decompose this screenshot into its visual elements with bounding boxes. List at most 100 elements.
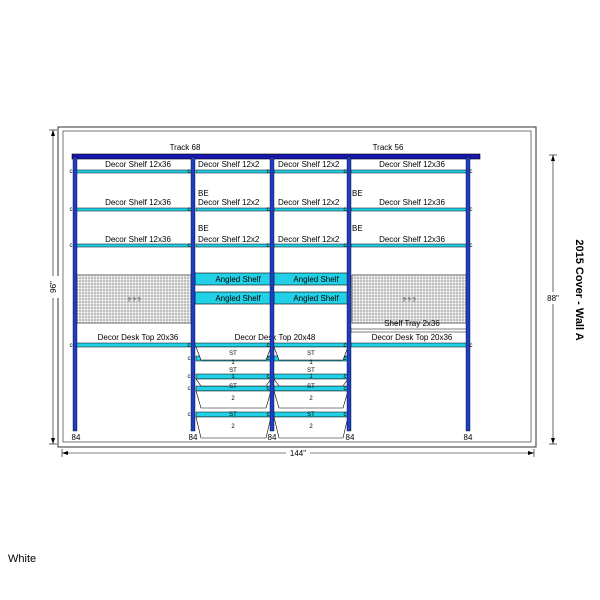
bracket-hook: c — [267, 169, 270, 175]
right-shelf-1 — [350, 169, 469, 174]
wall-inner-frame — [62, 130, 532, 443]
upright-3 — [269, 156, 275, 432]
bracket-hook: c — [188, 169, 191, 175]
left-height-dimension: 96" — [47, 129, 59, 445]
upright-5-height-label: 84 — [464, 433, 473, 442]
bracket-hook: c — [70, 343, 73, 349]
upright-4 — [346, 156, 352, 432]
bracket-hook: c — [70, 207, 73, 213]
drawer-basket — [273, 416, 349, 439]
bracket-hook: c — [188, 343, 191, 349]
bracket-hook: c — [344, 343, 347, 349]
drawer-basket — [195, 378, 272, 387]
drawer-basket — [195, 416, 272, 439]
width-dimension-label: 144" — [290, 449, 306, 458]
bracket-hook: c — [267, 207, 270, 213]
left-desk-label: Decor Desk Top 20x36 — [98, 333, 179, 342]
center-left-shelf-2 — [195, 207, 272, 212]
drawer-st-label: ST — [307, 351, 315, 357]
left-drawer-stack: ST 1 ST 1 ST 2 ST 2 — [195, 346, 272, 439]
drawer-number-label: 1 — [309, 360, 313, 366]
bracket-hook: c — [267, 343, 270, 349]
bracket-hook: c — [470, 243, 473, 249]
bracket-hook: c — [188, 374, 191, 380]
drawer-number-label: 1 — [231, 360, 235, 366]
bracket-hook: c — [470, 207, 473, 213]
bracket-hook: c — [188, 207, 191, 213]
drawer-st-label: ST — [229, 368, 237, 374]
left-shelf-1 — [75, 169, 193, 174]
drawer-number-label: 2 — [309, 424, 313, 430]
left-mesh-label: ? ? ? — [127, 298, 141, 304]
finish-label: White — [8, 553, 37, 565]
uprights — [72, 156, 471, 432]
bracket-hook: c — [188, 356, 191, 362]
upright-3-height-label: 84 — [268, 433, 277, 442]
bracket-hook: c — [70, 169, 73, 175]
track-right-label: Track 56 — [373, 143, 404, 152]
mesh-grid-lines — [77, 275, 466, 323]
left-shelf-3-label: Decor Shelf 12x36 — [105, 235, 171, 244]
drawer-basket — [273, 390, 349, 409]
bracket-hook: c — [267, 412, 270, 418]
be-label-4: BE — [352, 224, 363, 233]
bracket-hook: c — [344, 374, 347, 380]
upright-2-height-label: 84 — [189, 433, 198, 442]
bracket-hook: c — [267, 356, 270, 362]
center-right-shelf-2 — [273, 207, 349, 212]
left-shelf-2 — [75, 207, 193, 212]
be-label-1: BE — [198, 189, 209, 198]
center-desk-label: Decor Desk Top 20x48 — [235, 333, 316, 342]
center-right-shelf-3-label: Decor Shelf 12x2 — [278, 235, 340, 244]
angled-shelf-right-2-label: Angled Shelf — [293, 294, 339, 303]
bracket-hook: c — [344, 356, 347, 362]
left-shelf-2-label: Decor Shelf 12x36 — [105, 198, 171, 207]
center-left-shelf-1-label: Decor Shelf 12x2 — [198, 160, 260, 169]
bracket-hook: c — [344, 243, 347, 249]
right-desk-label: Decor Desk Top 20x36 — [372, 333, 453, 342]
left-shelf-1-label: Decor Shelf 12x36 — [105, 160, 171, 169]
bracket-hook: c — [344, 412, 347, 418]
center-right-shelf-2-label: Decor Shelf 12x2 — [278, 198, 340, 207]
right-mesh-label: ? ? ? — [402, 298, 416, 304]
right-shelf-tray-label: Shelf Tray 2x36 — [384, 319, 440, 328]
bracket-hook: c — [344, 169, 347, 175]
drawer-st-label: ST — [307, 368, 315, 374]
bracket-hook: c — [344, 386, 347, 392]
right-drawer-stack: ST 1 ST 1 ST 2 ST 2 — [273, 346, 349, 439]
hanging-track — [71, 153, 481, 160]
drawer-number-label: 1 — [309, 374, 313, 380]
track-left-label: Track 68 — [170, 143, 201, 152]
right-desk-top — [350, 342, 469, 348]
bracket-hook: c — [70, 243, 73, 249]
upright-5 — [465, 156, 471, 432]
drawer-number-label: 2 — [231, 396, 235, 402]
left-bay-shelves: Decor Shelf 12x36 Decor Shelf 12x36 Deco… — [75, 160, 193, 348]
drawer-st-label: ST — [229, 351, 237, 357]
right-height-dimension: 88" — [544, 154, 562, 445]
center-left-shelf-2-label: Decor Shelf 12x2 — [198, 198, 260, 207]
right-bay-shelves: Decor Shelf 12x36 Decor Shelf 12x36 Deco… — [350, 160, 469, 348]
right-shelf-2 — [350, 207, 469, 212]
upright-4-height-label: 84 — [346, 433, 355, 442]
bracket-hook: c — [470, 169, 473, 175]
center-right-shelf-3 — [273, 243, 349, 248]
be-label-3: BE — [352, 189, 363, 198]
drawer-basket — [195, 346, 272, 361]
bracket-hook: c — [267, 386, 270, 392]
right-shelf-1-label: Decor Shelf 12x36 — [379, 160, 445, 169]
bracket-hook: c — [344, 207, 347, 213]
left-desk-top — [75, 342, 193, 348]
upright-1 — [72, 156, 78, 432]
be-label-2: BE — [198, 224, 209, 233]
bracket-hook: c — [267, 374, 270, 380]
left-height-label: 96" — [49, 281, 58, 293]
right-shelf-3-label: Decor Shelf 12x36 — [379, 235, 445, 244]
drawer-basket — [273, 378, 349, 387]
upright-1-height-label: 84 — [72, 433, 81, 442]
drawer-number-label: 1 — [231, 374, 235, 380]
drawer-st-label: ST — [307, 412, 315, 418]
center-right-shelf-1 — [273, 169, 349, 174]
